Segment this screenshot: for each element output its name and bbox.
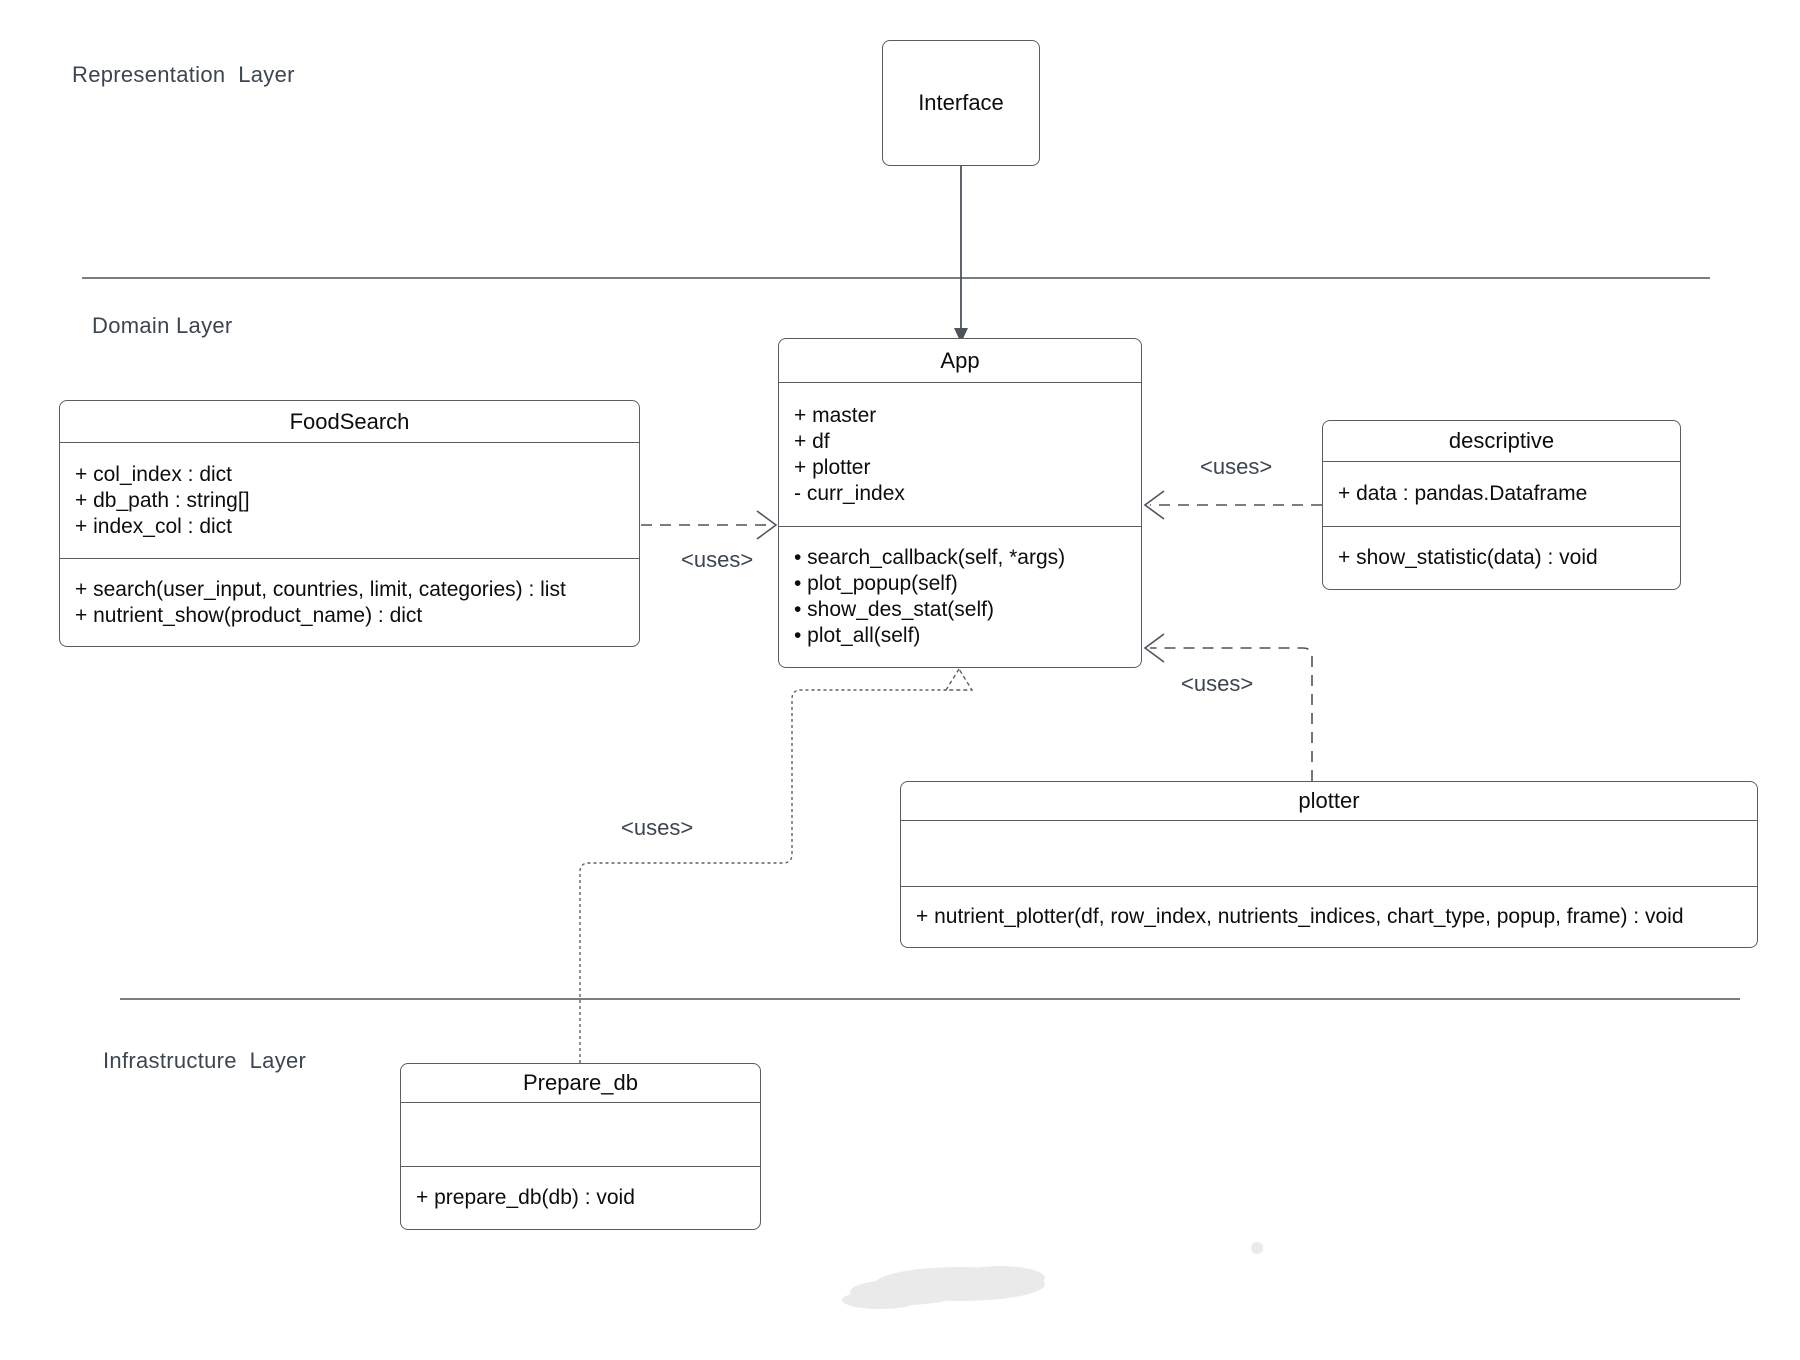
- smudge-dot: [1251, 1242, 1263, 1254]
- attributes-section-descriptive: + data : pandas.Dataframe: [1323, 462, 1680, 527]
- class-box-prepare-db[interactable]: Prepare_db + prepare_db(db) : void: [400, 1063, 761, 1230]
- uses-label-preparedb-app: <uses>: [621, 815, 694, 840]
- methods-section-prepare-db: + prepare_db(db) : void: [401, 1167, 760, 1229]
- class-title-app: App: [779, 339, 1141, 383]
- class-title-prepare-db: Prepare_db: [401, 1064, 760, 1103]
- method-row: + nutrient_show(product_name) : dict: [75, 603, 423, 627]
- class-title-interface: Interface: [918, 90, 1004, 115]
- class-title-plotter: plotter: [901, 782, 1757, 821]
- uses-label-foodsearch-app: <uses>: [681, 547, 754, 572]
- class-box-app[interactable]: App + master + df + plotter - curr_index…: [778, 338, 1142, 668]
- method-row: • show_des_stat(self): [794, 598, 994, 621]
- method-row: • search_callback(self, *args): [794, 546, 1066, 569]
- layer-label-domain: Domain Layer: [92, 313, 233, 338]
- methods-section-app: • search_callback(self, *args) • plot_po…: [779, 527, 1141, 667]
- class-title-descriptive: descriptive: [1323, 421, 1680, 462]
- interface-to-app-arrowhead: [954, 328, 968, 343]
- attribute-row: + data : pandas.Dataframe: [1338, 482, 1588, 505]
- plotter-to-app-arrowhead: [1143, 633, 1165, 663]
- attribute-row: + db_path : string[]: [75, 488, 250, 512]
- plotter-to-app-line: [1150, 647, 1313, 781]
- preparedb-to-app-arrowhead: [944, 667, 974, 691]
- attribute-row: + plotter: [794, 455, 871, 479]
- method-row: + prepare_db(db) : void: [416, 1186, 635, 1209]
- attributes-section-plotter: [901, 821, 1757, 887]
- attributes-section-app: + master + df + plotter - curr_index: [779, 383, 1141, 527]
- attributes-section-prepare-db: [401, 1103, 760, 1167]
- methods-section-plotter: + nutrient_plotter(df, row_index, nutrie…: [901, 887, 1757, 947]
- preparedb-to-app-line: [579, 689, 946, 1063]
- attribute-row: + col_index : dict: [75, 462, 233, 486]
- foodsearch-to-app-arrowhead: [756, 510, 778, 540]
- method-row: + nutrient_plotter(df, row_index, nutrie…: [916, 905, 1684, 928]
- method-row: • plot_all(self): [794, 624, 921, 647]
- attribute-row: + index_col : dict: [75, 514, 233, 538]
- uses-label-plotter-app: <uses>: [1181, 671, 1254, 696]
- layer-label-infrastructure: Infrastructure Layer: [103, 1048, 307, 1073]
- attribute-row: + df: [794, 429, 830, 453]
- attributes-section-foodsearch: + col_index : dict + db_path : string[] …: [60, 443, 639, 559]
- smudge-artifact: [842, 1242, 1263, 1309]
- method-row: • plot_popup(self): [794, 572, 958, 595]
- attribute-row: + master: [794, 403, 877, 427]
- class-box-foodsearch[interactable]: FoodSearch + col_index : dict + db_path …: [59, 400, 640, 647]
- class-box-interface[interactable]: Interface: [882, 40, 1040, 166]
- class-box-descriptive[interactable]: descriptive + data : pandas.Dataframe + …: [1322, 420, 1681, 590]
- uses-label-descriptive-app: <uses>: [1200, 454, 1273, 479]
- descriptive-to-app-arrowhead: [1143, 490, 1165, 520]
- method-row: + show_statistic(data) : void: [1338, 546, 1598, 569]
- methods-section-foodsearch: + search(user_input, countries, limit, c…: [60, 559, 639, 646]
- attribute-row: - curr_index: [794, 481, 905, 505]
- methods-section-descriptive: + show_statistic(data) : void: [1323, 527, 1680, 589]
- class-title-foodsearch: FoodSearch: [60, 401, 639, 443]
- layer-label-representation: Representation Layer: [72, 62, 295, 87]
- class-box-plotter[interactable]: plotter + nutrient_plotter(df, row_index…: [900, 781, 1758, 948]
- method-row: + search(user_input, countries, limit, c…: [75, 577, 566, 601]
